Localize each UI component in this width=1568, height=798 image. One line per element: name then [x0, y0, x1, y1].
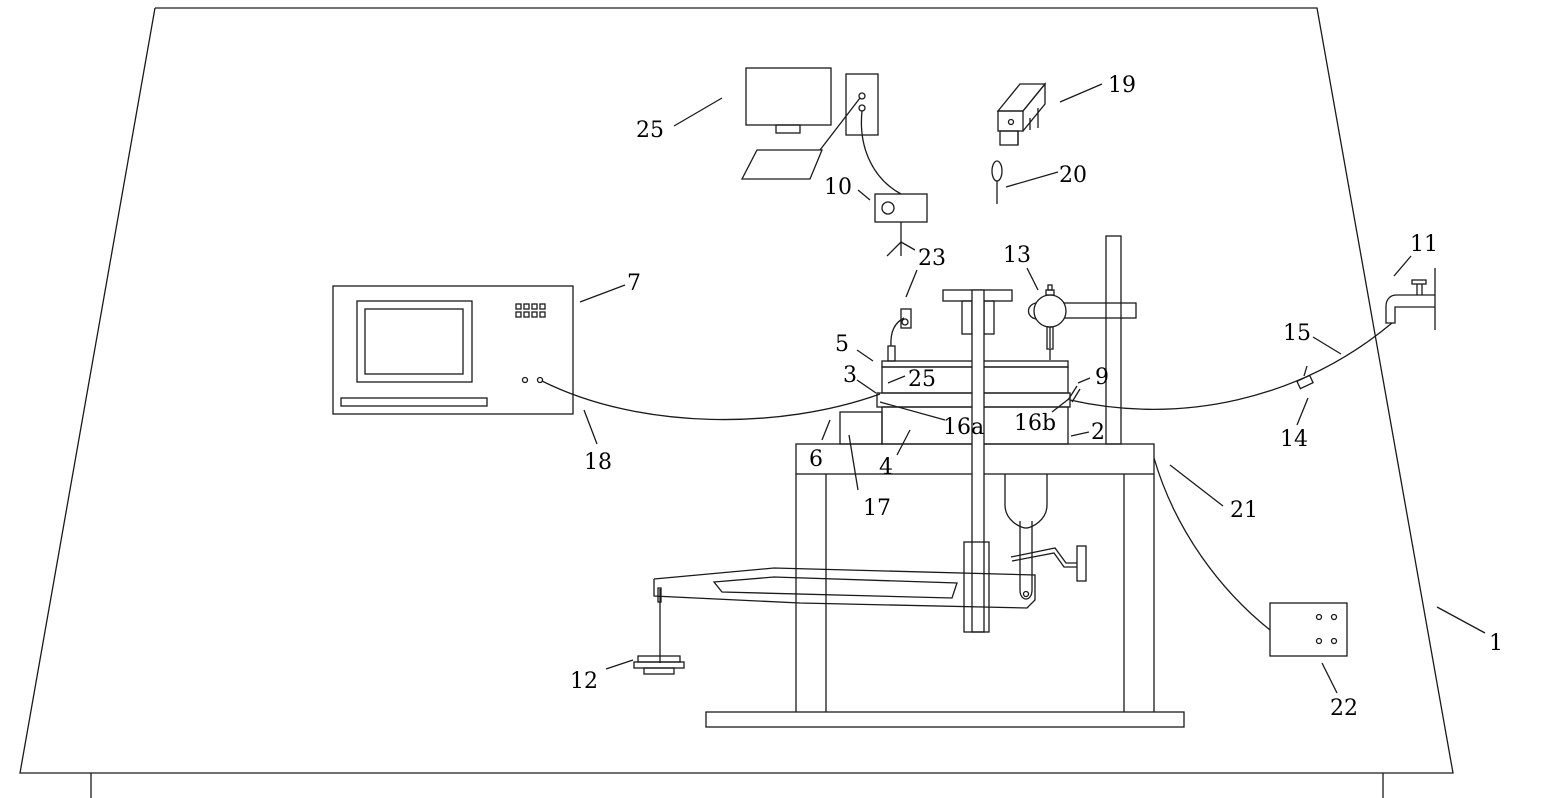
- data-acquisition-instrument: [332, 285, 574, 415]
- label-2: 2: [1091, 420, 1105, 445]
- computer: [740, 67, 902, 195]
- label-24: 25: [636, 118, 664, 143]
- label-1: 1: [1489, 631, 1503, 656]
- label-4: 4: [879, 455, 893, 480]
- label-5: 5: [835, 332, 849, 357]
- label-20: 20: [1059, 163, 1087, 188]
- control-box: [1269, 602, 1348, 657]
- label-14: 14: [1280, 427, 1308, 452]
- water-tap: [1385, 268, 1436, 330]
- signal-cable: [541, 380, 881, 421]
- label-3: 3: [843, 363, 857, 388]
- label-13: 13: [1003, 243, 1031, 268]
- loading-frame: [942, 289, 1087, 633]
- label-10: 10: [824, 175, 852, 200]
- label-12: 12: [570, 669, 598, 694]
- water-hose: [1069, 322, 1393, 410]
- label-16a: 16a: [943, 415, 984, 440]
- label-22: 22: [1330, 696, 1358, 721]
- label-17: 17: [863, 496, 891, 521]
- leader-lines: [579, 83, 1486, 694]
- label-25: 25: [908, 367, 936, 392]
- label-16b: 16b: [1014, 411, 1056, 436]
- label-7: 7: [627, 271, 641, 296]
- label-21: 21: [1230, 498, 1258, 523]
- probe: [991, 160, 1003, 204]
- camera: [874, 193, 928, 257]
- label-11: 11: [1410, 232, 1438, 257]
- control-cable: [1153, 457, 1271, 631]
- weights: [633, 655, 685, 675]
- light-source: [996, 82, 1047, 146]
- platform-floor: [19, 7, 1454, 798]
- label-19: 19: [1108, 73, 1136, 98]
- label-18: 18: [584, 450, 612, 475]
- label-9: 9: [1095, 365, 1109, 390]
- label-23: 23: [918, 246, 946, 271]
- label-6: 6: [809, 447, 823, 472]
- labels: 25 19 20 10 23 13 7 5 3 25 9 16a 16b 2 6…: [570, 73, 1503, 721]
- label-15: 15: [1283, 321, 1311, 346]
- lever-arm: [653, 567, 1036, 663]
- test-table: [705, 443, 1185, 728]
- dial-gauge: [1027, 235, 1137, 445]
